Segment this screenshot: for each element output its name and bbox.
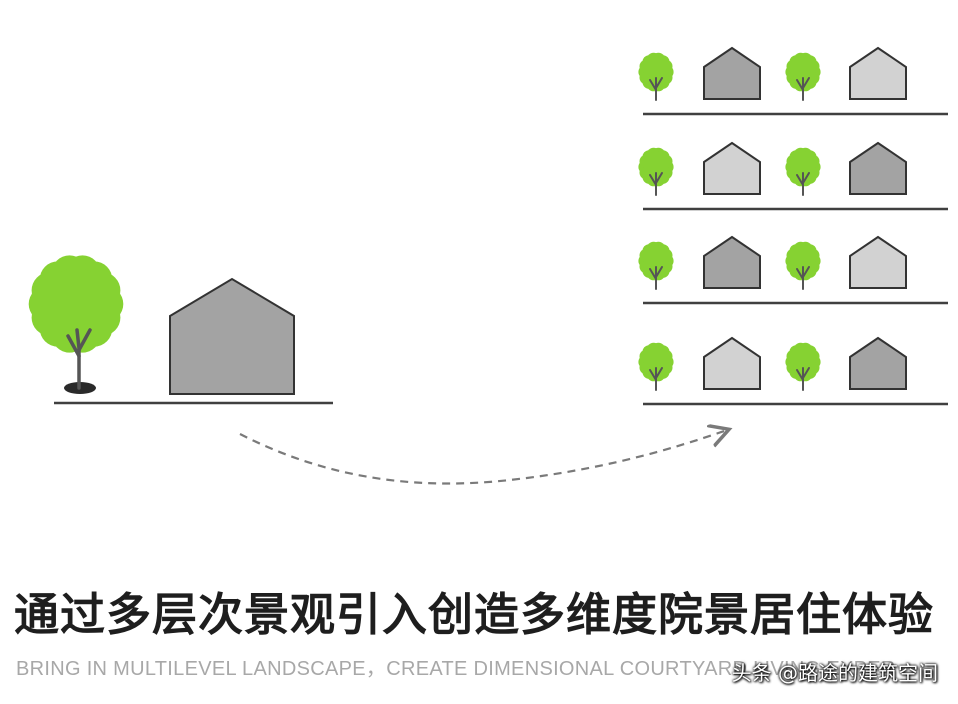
small-tree-trunk bbox=[796, 172, 810, 196]
transform-arrow bbox=[239, 430, 727, 485]
small-house-icon bbox=[849, 46, 907, 100]
large-tree-icon bbox=[28, 255, 124, 394]
small-tree-icon bbox=[785, 52, 821, 101]
small-tree-icon bbox=[785, 342, 821, 391]
small-tree-trunk bbox=[649, 367, 663, 391]
small-tree-icon bbox=[638, 241, 674, 290]
level-row bbox=[638, 141, 948, 211]
level-row bbox=[638, 235, 948, 305]
small-tree-trunk bbox=[649, 266, 663, 290]
small-house-icon bbox=[849, 235, 907, 289]
small-house-icon bbox=[849, 336, 907, 390]
tree-trunk bbox=[66, 328, 92, 390]
multi-level-scene bbox=[638, 46, 948, 406]
single-level-scene bbox=[28, 255, 333, 405]
small-tree-icon bbox=[638, 147, 674, 196]
small-tree-trunk bbox=[649, 172, 663, 196]
small-tree-icon bbox=[638, 52, 674, 101]
level-row bbox=[638, 336, 948, 406]
small-tree-trunk bbox=[796, 266, 810, 290]
small-tree-trunk bbox=[796, 77, 810, 101]
small-tree-icon bbox=[638, 342, 674, 391]
small-tree-icon bbox=[785, 147, 821, 196]
small-tree-icon bbox=[785, 241, 821, 290]
small-tree-trunk bbox=[649, 77, 663, 101]
small-house-icon bbox=[703, 46, 761, 100]
small-house-icon bbox=[849, 141, 907, 195]
watermark-text: 头条 @路途的建筑空间 bbox=[731, 661, 938, 685]
caption-title: 通过多层次景观引入创造多维度院景居住体验 bbox=[14, 588, 935, 641]
small-house-icon bbox=[703, 235, 761, 289]
small-house-icon bbox=[703, 336, 761, 390]
caption-subtitle: BRING IN MULTILEVEL LANDSCAPE，CREATE DIM… bbox=[16, 658, 896, 680]
small-tree-trunk bbox=[796, 367, 810, 391]
level-row bbox=[638, 46, 948, 116]
large-house-icon bbox=[169, 277, 295, 395]
small-house-icon bbox=[703, 141, 761, 195]
tree-foliage bbox=[28, 255, 124, 353]
